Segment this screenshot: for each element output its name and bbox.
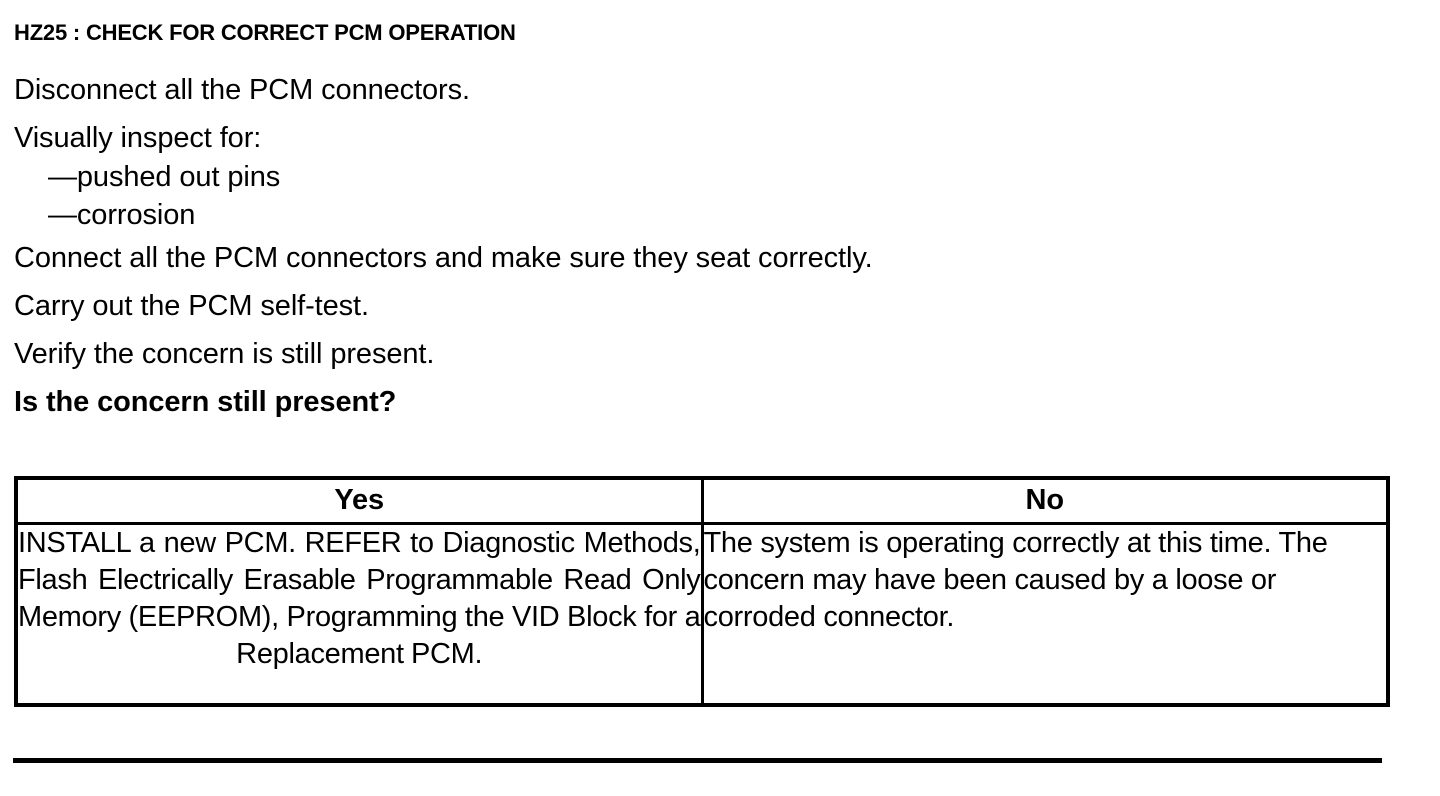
instruction-question: Is the concern still present? [14,386,397,418]
column-header-no: No [702,480,1386,525]
column-header-yes: Yes [18,480,704,525]
table-row: INSTALL a new PCM. REFER to Diagnostic M… [18,523,1386,704]
instruction-bullet-pushed-out-pins: —pushed out pins [48,161,281,193]
cell-no-action: The system is operating correctly at thi… [702,524,1386,704]
instruction-bullet-corrosion: —corrosion [48,199,196,231]
decision-table: Yes No INSTALL a new PCM. REFER to Diagn… [14,476,1390,707]
bottom-divider-rule [13,758,1382,763]
instruction-list: Disconnect all the PCM connectors. Visua… [14,66,1414,426]
instruction-line-disconnect: Disconnect all the PCM connectors. [14,74,470,106]
instruction-line-connect: Connect all the PCM connectors and make … [14,242,873,274]
instruction-line-self-test: Carry out the PCM self-test. [14,290,369,322]
page-title: HZ25 : CHECK FOR CORRECT PCM OPERATION [14,20,516,45]
instruction-line-verify: Verify the concern is still present. [14,338,435,370]
cell-yes-action: INSTALL a new PCM. REFER to Diagnostic M… [18,523,704,703]
instruction-line-visually-inspect: Visually inspect for: [14,122,262,154]
cell-no-action-text: The system is operating correctly at thi… [703,527,1328,633]
table-header-row: Yes No [18,480,1386,525]
